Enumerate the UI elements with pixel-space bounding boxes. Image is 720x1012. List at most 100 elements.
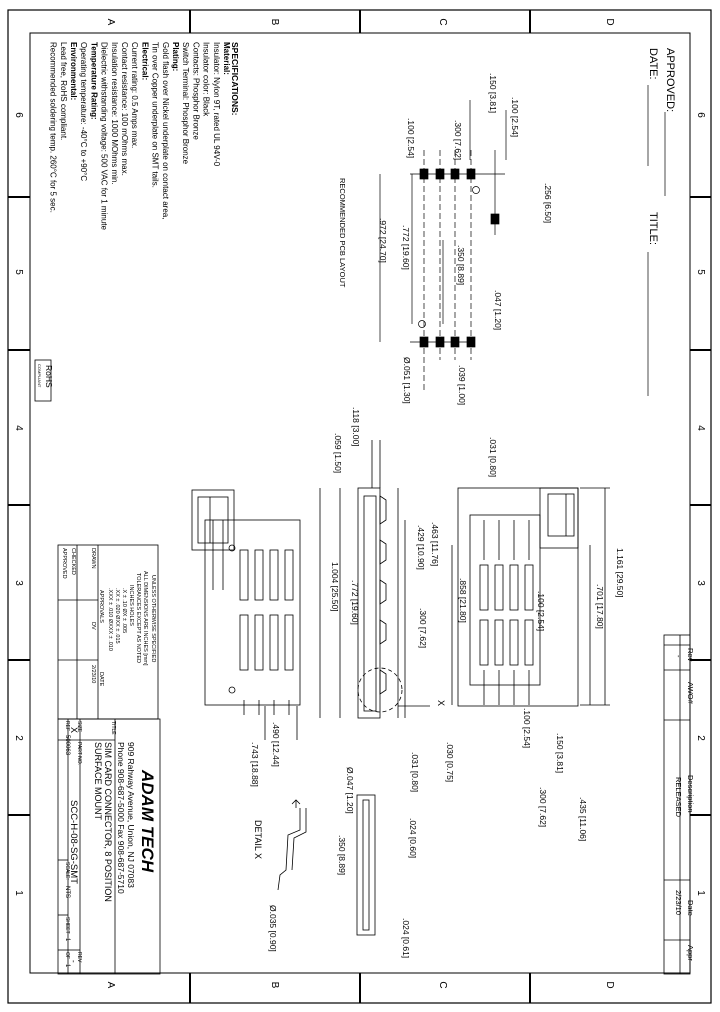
zone-num-right-6: 6 [695, 112, 706, 118]
title-label: TITLE: [647, 212, 659, 245]
specifications-heading: SPECIFICATIONS: [230, 42, 240, 116]
ref-value: 500063 [64, 735, 70, 756]
spec-line: Recommended soldering temp. 260°C for 5 … [49, 42, 58, 213]
of-label: OF [64, 952, 70, 959]
zone-num-left-1: 1 [13, 890, 24, 896]
zone-labels: A B C D A B C D 6 5 4 3 2 1 6 5 4 3 2 1 [13, 18, 706, 988]
bottom-view-contacts [239, 549, 294, 671]
pcb-dim-100-a: .100 [2.54] [510, 97, 520, 137]
rohs-sub-label: COMPLIANT [37, 364, 42, 388]
date-label: DATE: [647, 48, 659, 80]
tol-row-2: .XX ± .020 ØXX ± .015 [114, 588, 120, 644]
spec-line: Electrical: [140, 42, 149, 80]
side-dim-024-a: .024 [0.60] [408, 818, 418, 858]
top-dim-150: .150 [3.81] [555, 733, 565, 773]
zone-letter-top-b: B [269, 19, 280, 26]
top-dim-701: .701 [17.80] [595, 584, 605, 629]
zone-letter-bottom-c: C [437, 981, 448, 988]
tol-line-2: ALL DIMENSIONS ARE INCHES [mm] [142, 571, 148, 666]
zone-num-left-6: 6 [13, 112, 24, 118]
zone-letter-top-c: C [437, 18, 448, 25]
side-dim-1004: 1.004 [25.50] [330, 562, 340, 612]
tol-line-4: INCHES HOLES [128, 585, 134, 626]
company-phone: Phone 908-687-5000 Fax 908-687-5710 [116, 742, 126, 894]
side-dim-429: .429 [10.90] [416, 525, 426, 570]
side-dim-059: .059 [1.50] [333, 433, 343, 473]
approved-row-label: APPROVED [61, 548, 67, 579]
tol-line-3: TOLERANCES EXCEPT AS NOTED [135, 573, 141, 663]
top-dim-1161: 1.161 [29.50] [615, 548, 625, 598]
top-view [451, 487, 610, 707]
top-dim-858: .858 [21.80] [458, 578, 468, 623]
rev-row-rev: - [674, 655, 683, 658]
tol-row-3: .XXX ± .010 ØXXX ± .010 [107, 588, 113, 651]
approved-label: APPROVED: [664, 48, 676, 112]
bottom-view-dimension-labels: .490 [12.44] .743 [18.88] [250, 722, 281, 787]
side-view-dimension-labels: .118 [3.00] .059 [1.50] .463 [11.76] .42… [253, 407, 455, 958]
spec-line: Gold flash over Nickel underplate on con… [161, 42, 170, 219]
pcb-dim-256: .256 [6.50] [543, 183, 553, 223]
top-dim-300: .300 [7.62] [538, 787, 548, 827]
rohs-badge [34, 359, 52, 402]
bottom-dim-490: .490 [12.44] [271, 722, 281, 767]
side-view [319, 440, 430, 719]
of-value: 1 [64, 964, 70, 968]
pcb-dim-039: .039 [1.00] [457, 365, 467, 405]
side-dim-047: Ø.047 [1.20] [345, 767, 355, 814]
zone-letter-bottom-a: A [105, 982, 116, 989]
side-dim-350: .350 [8.89] [337, 835, 347, 875]
spec-line: Tin over Copper underplate on SMT tails. [151, 42, 160, 188]
zone-num-right-5: 5 [695, 269, 706, 275]
side-dim-772: .772 [19.60] [350, 580, 360, 625]
approval-stamp: APPROVED: DATE: TITLE: [647, 48, 676, 396]
company-name: ADAM TECH [138, 769, 157, 873]
title-field-label: TITLE [110, 721, 116, 735]
spec-line: Plating: [171, 42, 180, 71]
size-value: X [69, 727, 79, 733]
rohs-label: RoHS [44, 365, 54, 388]
zone-letter-bottom-b: B [269, 982, 280, 989]
pcb-dimension-labels: RECOMMENDED PCB LAYOUT .150 [3.81] .100 … [338, 73, 553, 405]
pcb-layout-label: RECOMMENDED PCB LAYOUT [338, 178, 347, 288]
top-dim-100-b: .100 [2.54] [522, 708, 532, 748]
spec-line: Dielectric withstanding voltage: 500 VAC… [100, 42, 109, 230]
top-dim-435: .435 [11.06] [578, 797, 588, 841]
spec-line: Contacts: Phosphor Bronze [191, 42, 200, 140]
zone-num-right-4: 4 [695, 425, 706, 431]
date-col-label: DATE [98, 672, 104, 687]
revision-block [663, 634, 691, 975]
date-header: Date [686, 900, 695, 916]
spec-line: Insulation resistance: 1000 MOhms min. [110, 42, 119, 185]
scale-value: NTS [64, 886, 70, 898]
spec-line: Insulator: Nylon 9T, rated UL 94V-0 [212, 42, 221, 167]
bottom-dim-743: .743 [18.88] [250, 742, 260, 787]
zone-num-right-1: 1 [695, 890, 706, 896]
bottom-view [191, 489, 301, 740]
tolerance-text: UNLESS OTHERWISE SPECIFIED ALL DIMENSION… [61, 548, 156, 687]
pcb-layout [379, 100, 507, 390]
drawn-by: DV [90, 622, 96, 630]
drawn-label: DRAWN [90, 548, 96, 569]
pcb-dim-772: .772 [19.60] [401, 225, 411, 270]
tol-line-1: UNLESS OTHERWISE SPECIFIED [150, 575, 156, 662]
zone-ticks [8, 10, 711, 1003]
side-dim-035: Ø.035 [0.90] [268, 905, 278, 952]
title-line-2: SURFACE MOUNT [93, 742, 103, 821]
side-dim-030: .030 [0.75] [445, 742, 455, 782]
scale-label: SCALE: [64, 862, 70, 880]
zone-num-left-5: 5 [13, 269, 24, 275]
company-address: 909 Rahway Avenue, Union, NJ 07083 [126, 742, 136, 888]
description-header: Description [686, 775, 695, 813]
pcb-dim-100-b: .100 [2.54] [406, 118, 416, 158]
top-dim-100-a: .100 [2.54] [536, 591, 546, 631]
zone-num-right-3: 3 [695, 580, 706, 586]
detail-x-label: DETAIL X [253, 820, 263, 859]
pcb-dim-972: .972 [24.70] [378, 218, 388, 263]
rev-row-description: RELEASED [674, 777, 683, 818]
revision-text: Rev AWO# Description Date Appr - RELEASE… [674, 648, 695, 961]
specifications-block: SPECIFICATIONS: Material:Insulator: Nylo… [34, 42, 240, 402]
spec-line: Environmental: [69, 42, 78, 100]
approvals-label: APPROVALS [98, 590, 104, 623]
title-block-text: ADAM TECH 909 Rahway Avenue, Union, NJ 0… [64, 721, 157, 968]
